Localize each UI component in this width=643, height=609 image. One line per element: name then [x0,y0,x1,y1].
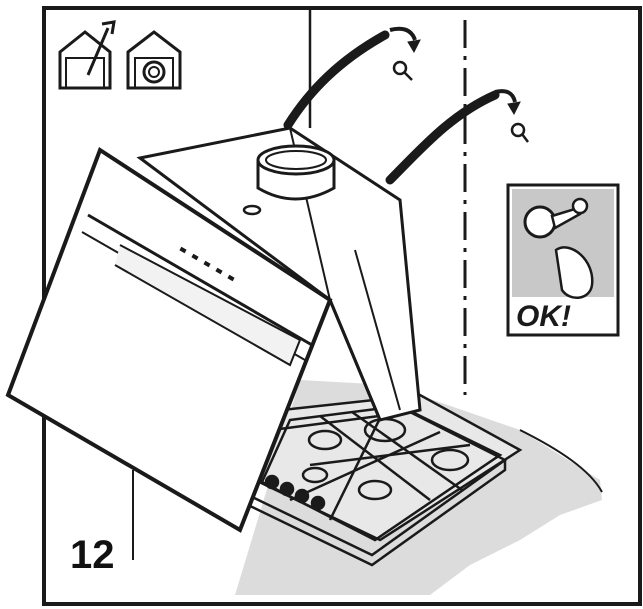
screw-icon [392,60,529,143]
rotate-arrow-icon [389,26,521,116]
motion-arc-left [283,30,390,130]
step-number: 12 [70,533,115,577]
duct-collar [256,144,336,201]
control-buttons [179,246,235,282]
ok-inset: OK! [506,183,620,337]
duct-hole [242,204,262,216]
glass-front-panel [5,146,333,533]
ok-label: OK! [516,300,571,333]
ducted-extraction-house-icon [58,20,116,90]
motion-arc-right [385,90,500,185]
recirculation-house-icon [126,30,182,90]
worktop-edge [519,429,603,493]
